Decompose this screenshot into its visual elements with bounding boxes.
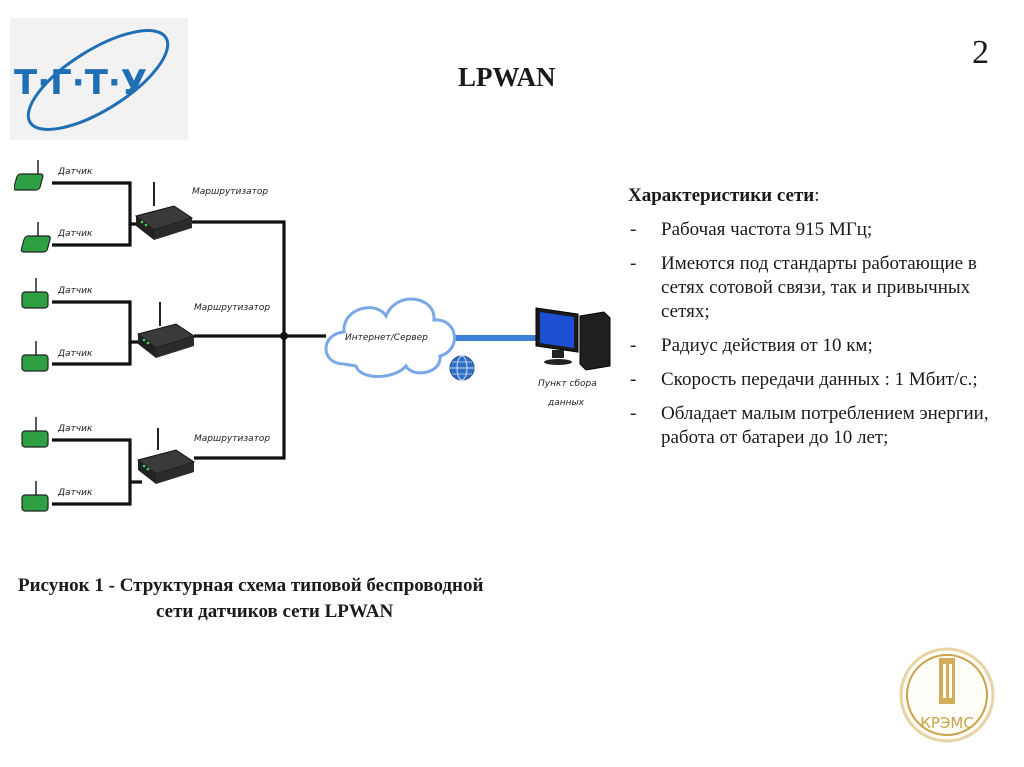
seal-text: КРЭМС [920,714,974,732]
router-label: Маршрутизатор [192,187,268,197]
figure-caption: Рисунок 1 - Структурная схема типовой бе… [18,573,483,625]
specs-item: Радиус действия от 10 км; [628,334,1000,358]
specs-item: Скорость передачи данных : 1 Мбит/с.; [628,368,1000,392]
sensor-icon [21,481,49,512]
caption-line-1: Рисунок 1 - Структурная схема типовой бе… [18,575,484,596]
sensor-label: Датчик [57,424,93,434]
specs-item: Рабочая частота 915 МГц; [628,218,1000,242]
sensor-icon [20,222,51,253]
specs-item: Обладает малым потреблением энергии, раб… [628,402,1000,450]
sensor-label: Датчик [57,167,93,177]
specs-heading-colon: : [814,185,820,206]
router-label: Маршрутизатор [194,434,270,444]
station-label: Пункт сбора [538,379,597,389]
sensor-link [52,300,142,344]
caption-line-2: сети датчиков сети LPWAN [156,601,394,622]
sensor-icon [21,278,49,309]
sensor-link [52,482,132,506]
sensor-link [52,342,132,366]
sensor-label: Датчик [57,286,93,296]
university-logo: Т·Г·Т·У [10,18,188,140]
specs-heading: Характеристики сети: [628,184,1000,208]
router-uplink [188,220,286,460]
specs-list: Рабочая частота 915 МГц; Имеются под ста… [628,218,1000,450]
kraems-seal: КРЭМС [899,647,995,743]
sensor-icon [21,341,49,372]
specs-block: Характеристики сети: Рабочая частота 915… [628,184,1000,460]
sensor-link [52,181,142,226]
slide-title: LPWAN [458,62,556,92]
computer-icon [535,307,611,371]
globe-icon [449,355,475,381]
logo-text: Т·Г·Т·У [14,63,147,103]
sensor-icon [14,160,44,191]
router-icon [136,428,196,484]
sensor-label: Датчик [57,349,93,359]
sensor-icon [21,417,49,448]
station-label: данных [547,398,585,408]
specs-item: Имеются под стандарты работающие в сетях… [628,252,1000,324]
router-label: Маршрутизатор [194,303,270,313]
sensor-label: Датчик [57,488,93,498]
router-icon [136,302,196,358]
junction-dot [280,332,288,340]
sensor-label: Датчик [57,229,93,239]
logo-graphic: Т·Г·Т·У [14,29,170,131]
cloud-label: Интернет/Сервер [345,333,428,343]
specs-heading-text: Характеристики сети [628,185,815,206]
slide-number: 2 [972,34,989,71]
cloud-icon [324,297,456,378]
router-icon [134,182,194,240]
sensor-link [52,224,132,247]
sensor-link [52,438,142,484]
network-diagram: Датчик Датчик Датчик Датчик Датчик Датчи… [14,160,611,512]
